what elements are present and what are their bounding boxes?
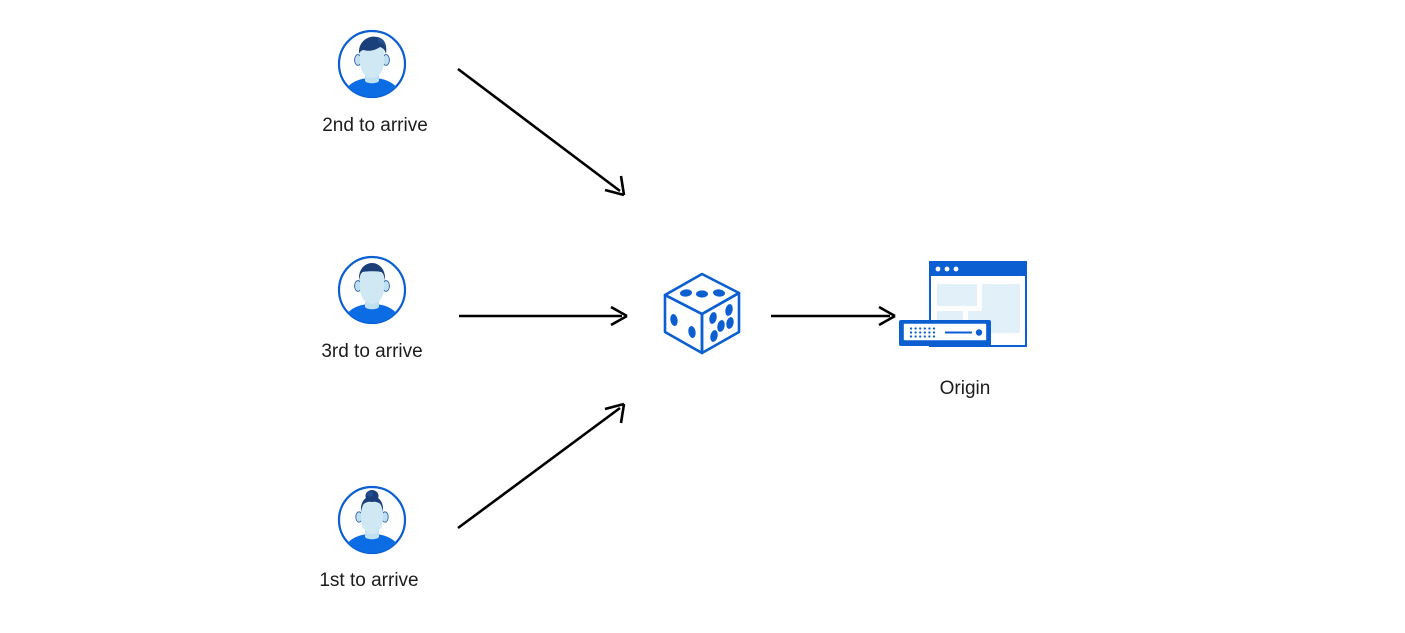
client-label-3rd: 3rd to arrive	[321, 341, 423, 362]
user-avatar-icon	[337, 485, 407, 555]
server-device-icon	[899, 320, 991, 346]
client-node-3rd[interactable]	[336, 254, 408, 326]
arrow-1st-to-dice	[457, 402, 626, 530]
client-label-1st: 1st to arrive	[319, 570, 419, 591]
client-node-2nd[interactable]	[336, 28, 408, 100]
user-avatar-icon	[337, 255, 407, 325]
browser-window-with-server-icon	[899, 261, 1027, 347]
client-label-2nd: 2nd to arrive	[322, 115, 428, 136]
user-avatar-icon	[337, 29, 407, 99]
client-node-1st[interactable]	[336, 484, 408, 556]
origin-label: Origin	[939, 378, 991, 399]
dice-cube-icon	[663, 272, 741, 355]
arrow-dice-to-origin	[771, 305, 896, 327]
load-balancer-node[interactable]	[658, 268, 746, 360]
arrow-3rd-to-dice	[459, 305, 628, 327]
origin-node[interactable]	[896, 258, 1036, 358]
